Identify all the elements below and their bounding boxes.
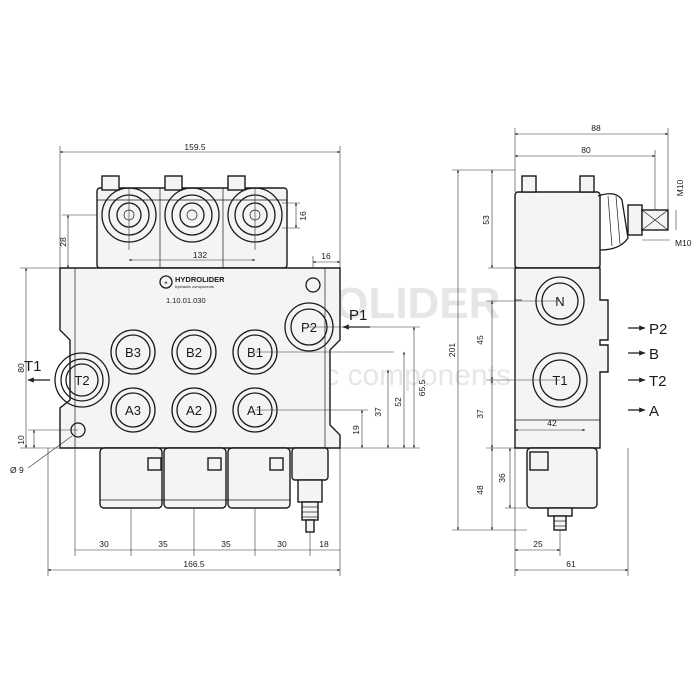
svg-text:42: 42 — [547, 418, 557, 428]
svg-text:T2: T2 — [74, 373, 89, 388]
front-dimensions: 159.5 132 28 16 16 80 — [10, 142, 427, 576]
side-lever — [597, 193, 669, 251]
svg-text:35: 35 — [158, 539, 168, 549]
svg-text:52: 52 — [393, 397, 403, 407]
arrow-side-a: A — [628, 403, 659, 420]
arrow-t1: T1 — [24, 358, 50, 383]
svg-text:80: 80 — [16, 363, 26, 373]
svg-text:M10: M10 — [675, 179, 685, 196]
arrow-side-p2: P2 — [628, 321, 667, 338]
svg-text:30: 30 — [99, 539, 109, 549]
svg-text:132: 132 — [193, 250, 207, 260]
svg-text:P2: P2 — [301, 320, 317, 335]
svg-text:A1: A1 — [247, 403, 263, 418]
svg-text:80: 80 — [581, 145, 591, 155]
svg-text:A3: A3 — [125, 403, 141, 418]
svg-text:16: 16 — [321, 251, 331, 261]
port-a2: A2 — [171, 387, 217, 433]
bottom-spools — [99, 447, 329, 533]
part-number: 1.10.01.030 — [166, 296, 206, 305]
side-valve-body — [514, 267, 609, 449]
svg-text:37: 37 — [475, 409, 485, 419]
svg-text:B3: B3 — [125, 345, 141, 360]
brand-name: HYDROLIDER — [175, 275, 225, 284]
svg-text:B1: B1 — [247, 345, 263, 360]
svg-text:18: 18 — [319, 539, 329, 549]
svg-text:201: 201 — [447, 343, 457, 357]
brand-subtitle: hydraulic components — [175, 284, 214, 289]
top-caps — [96, 175, 288, 269]
svg-text:159.5: 159.5 — [184, 142, 206, 152]
svg-text:10: 10 — [16, 435, 26, 445]
svg-text:53: 53 — [481, 215, 491, 225]
svg-text:61: 61 — [566, 559, 576, 569]
svg-text:30: 30 — [277, 539, 287, 549]
port-b3: B3 — [110, 329, 156, 375]
svg-text:Ø 9: Ø 9 — [10, 465, 24, 475]
port-b2: B2 — [171, 329, 217, 375]
svg-text:45: 45 — [475, 335, 485, 345]
svg-text:25: 25 — [533, 539, 543, 549]
side-dimensions: 88 80 M10 M10 201 53 45 — [447, 123, 692, 576]
svg-text:16: 16 — [298, 211, 308, 221]
brand-plate: H HYDROLIDER hydraulic components 1.10.0… — [159, 275, 225, 305]
svg-text:T2: T2 — [649, 373, 667, 390]
port-a3: A3 — [110, 387, 156, 433]
mounting-hole — [305, 277, 321, 293]
svg-text:P2: P2 — [649, 321, 667, 338]
side-port-t1: T1 — [532, 352, 588, 408]
svg-text:65.5: 65.5 — [417, 379, 427, 396]
port-t2: T2 — [54, 352, 110, 408]
svg-text:166.5: 166.5 — [183, 559, 205, 569]
arrow-side-t2: T2 — [628, 373, 667, 390]
svg-text:B: B — [649, 346, 659, 363]
arrow-side-b: B — [628, 346, 659, 363]
svg-text:A2: A2 — [186, 403, 202, 418]
svg-text:B2: B2 — [186, 345, 202, 360]
svg-text:P1: P1 — [349, 307, 367, 324]
cap-screw — [164, 187, 220, 243]
svg-text:28: 28 — [58, 237, 68, 247]
svg-text:37: 37 — [373, 407, 383, 417]
svg-text:N: N — [555, 294, 564, 309]
side-top-cap — [514, 191, 601, 269]
svg-text:T1: T1 — [552, 373, 567, 388]
svg-text:48: 48 — [475, 485, 485, 495]
svg-text:H: H — [165, 280, 168, 285]
svg-text:19: 19 — [351, 425, 361, 435]
front-view: H HYDROLIDER hydraulic components 1.10.0… — [10, 142, 427, 576]
svg-text:M10: M10 — [675, 238, 692, 248]
svg-text:A: A — [649, 403, 659, 420]
svg-text:88: 88 — [591, 123, 601, 133]
svg-text:T1: T1 — [24, 358, 42, 375]
side-view: N T1 P2 B T2 A — [447, 123, 692, 576]
svg-text:36: 36 — [497, 473, 507, 483]
svg-text:35: 35 — [221, 539, 231, 549]
